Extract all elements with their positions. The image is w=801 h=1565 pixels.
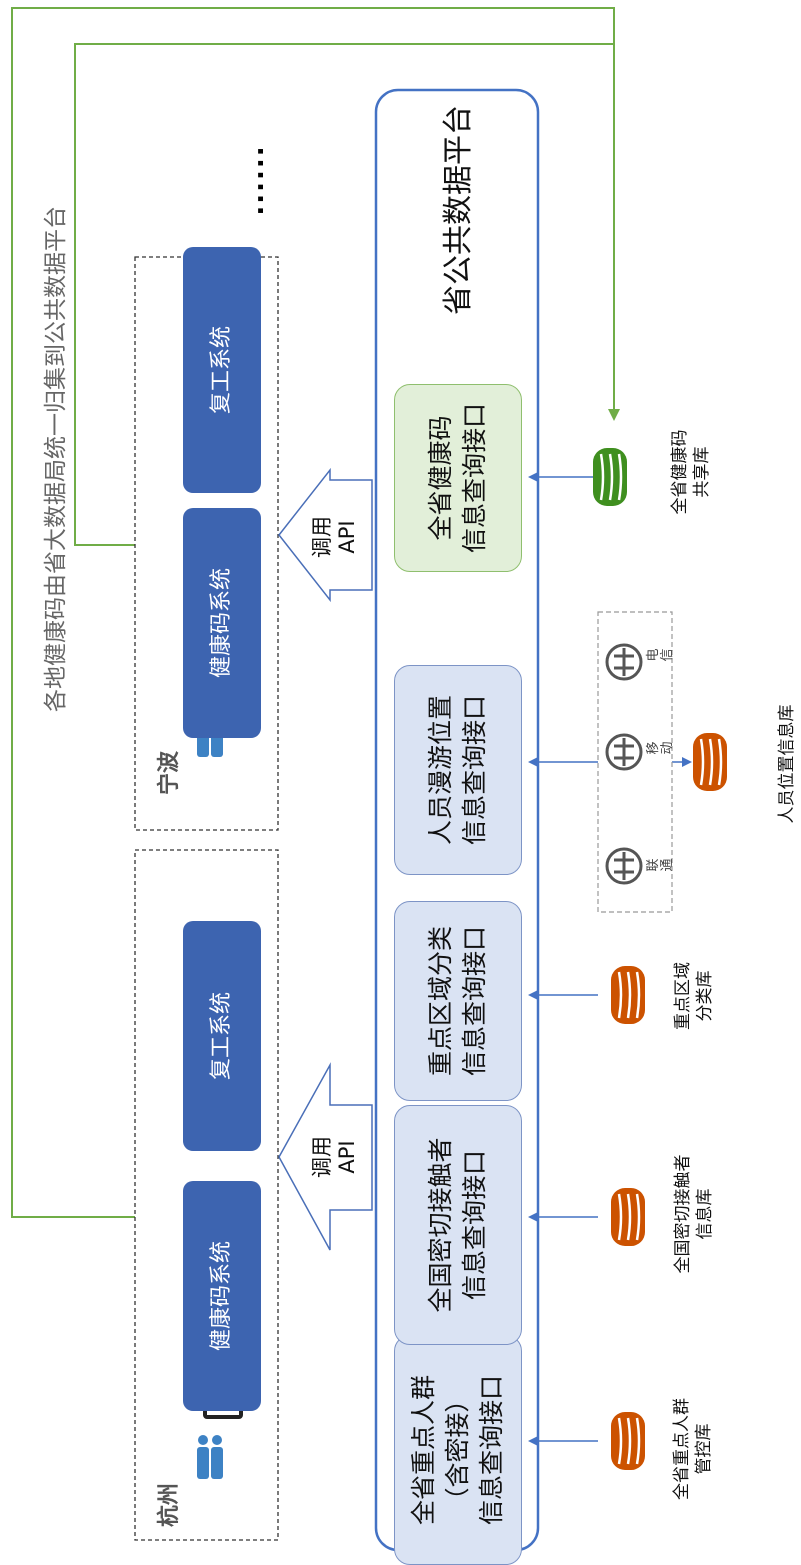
interface-close-contacts[interactable]: 全国密切接触者 信息查询接口 xyxy=(394,1105,522,1345)
health-code-system-hangzhou[interactable]: 健康码系统 xyxy=(183,1181,261,1411)
db-close-contacts-icon xyxy=(611,1188,645,1246)
api-arrow-hangzhou xyxy=(278,1062,373,1251)
db-label-key-population: 全省重点人群 管控库 xyxy=(671,1398,714,1500)
resume-work-system-hangzhou[interactable]: 复工系统 xyxy=(183,921,261,1151)
carrier-telecom-icon xyxy=(605,643,643,681)
interface-roaming-location[interactable]: 人员漫游位置 信息查询接口 xyxy=(394,665,522,875)
carrier-label-telecom: 电 信 xyxy=(645,648,675,662)
resume-work-system-ningbo[interactable]: 复工系统 xyxy=(183,247,261,493)
carrier-label-mobile: 移 动 xyxy=(645,741,675,755)
db-key-areas-icon xyxy=(611,966,645,1024)
db-label-location: 人员位置信息库 xyxy=(776,704,797,824)
more-regions-ellipsis: ...... xyxy=(240,144,270,216)
api-label-ningbo: 调用 API xyxy=(309,516,359,558)
db-health-code-icon xyxy=(593,448,627,506)
carrier-label-unicom: 联 通 xyxy=(645,858,675,872)
carrier-icons xyxy=(605,643,643,885)
people-icon xyxy=(193,1430,227,1482)
health-code-system-ningbo[interactable]: 健康码系统 xyxy=(183,508,261,738)
db-location-icon xyxy=(693,733,727,791)
interface-health-code[interactable]: 全省健康码 信息查询接口 xyxy=(394,384,522,572)
db-key-population-icon xyxy=(611,1412,645,1470)
db-label-health-code: 全省健康码 共享库 xyxy=(669,429,712,515)
api-label-hangzhou: 调用 API xyxy=(309,1136,359,1178)
platform-title: 省公共数据平台 xyxy=(441,105,476,315)
collection-lines xyxy=(11,7,620,1218)
db-label-key-areas: 重点区域 分类库 xyxy=(672,962,715,1030)
db-label-close-contacts: 全国密切接触者 信息库 xyxy=(672,1154,715,1274)
db-arrows xyxy=(528,472,692,1446)
carrier-mobile-icon xyxy=(605,733,643,771)
ningbo-collection-line xyxy=(74,43,614,546)
interface-key-population[interactable]: 全省重点人群 （含密接） 信息查询接口 xyxy=(394,1335,522,1565)
hangzhou-collection-line xyxy=(11,7,620,1218)
collection-note: 各地健康码由省大数据局统一归集到公共数据平台 xyxy=(43,206,69,712)
carrier-group-box xyxy=(597,611,673,913)
region-label-ningbo: 宁波 xyxy=(157,751,182,796)
interface-key-areas[interactable]: 重点区域分类 信息查询接口 xyxy=(394,901,522,1101)
region-label-hangzhou: 杭州 xyxy=(157,1483,182,1528)
hangzhou-region-box xyxy=(134,849,279,1541)
database-icons xyxy=(593,448,727,1470)
carrier-unicom-icon xyxy=(605,847,643,885)
api-arrow-ningbo xyxy=(278,467,373,603)
